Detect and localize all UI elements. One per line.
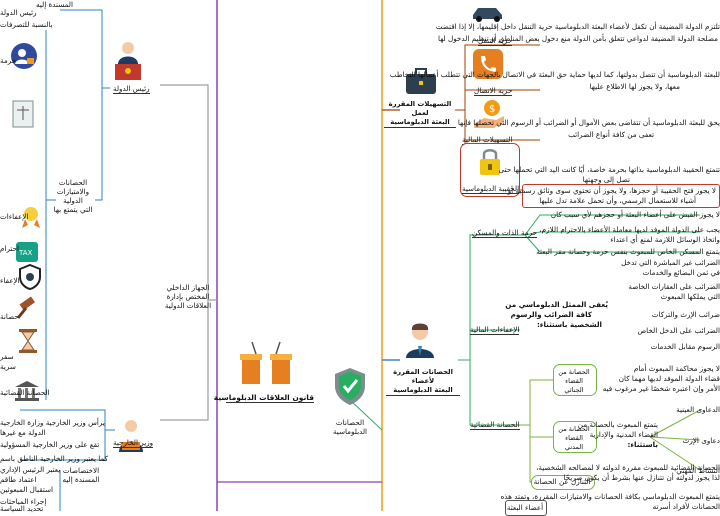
head-item-3: حرمة	[0, 56, 16, 65]
civil-exception-1: الدعاوى العينية	[676, 405, 720, 414]
fiscal-label: الإعفاءات المالية	[470, 325, 519, 335]
criminal-text-3: الأمر وإن اعتبره شخصًا غير مرغوب فيه	[603, 384, 720, 393]
fiscal-text-1: يُعفى الممثل الدبلوماسي من	[505, 300, 608, 309]
privilege-item-5: سفر	[0, 352, 14, 361]
privilege-item-6: سرية	[0, 362, 16, 371]
personal-label: حرمة الذات والمسكن	[472, 228, 537, 238]
bag-text-2: تصل إلى وجهتها	[583, 175, 630, 184]
shield-icon	[18, 264, 42, 294]
civil-text-1: يتمتع المبعوث بالحصانة من	[578, 420, 658, 429]
center-title: قانون العلاقات الدبلوماسية	[226, 393, 314, 403]
minister-text-5: يعتبر الرئيس الإداري	[0, 465, 60, 474]
authority-label: الجهاز الداخلي المختص بإدارة العلاقات ال…	[160, 283, 216, 310]
civil-text-2: القضاء المدنية والإدارية	[590, 430, 658, 439]
bag-warning-2: أشياء للاستعمال الرسمي، وأن تحمل علامة ت…	[539, 196, 696, 205]
privilege-item-4: حصانة	[0, 312, 19, 321]
personal-item-2: يجب على الدولة الموفد لديها معاملة الأعض…	[539, 225, 720, 234]
minister-text-4: كما يعتبر وزير الخارجية الناطق باسم	[0, 454, 108, 463]
fiscal-exception-5: ضرائب الإرث والتركات	[652, 310, 720, 319]
personal-item-4: يتمتع المسكن الخاص للمبعوث بنفس حرمة وحص…	[536, 247, 720, 256]
privilege-item-1: الإعفاءات	[0, 212, 28, 221]
bag-warning-1: لا يجوز فتح الحقيبة أو حجزها، ولا يجوز أ…	[508, 186, 716, 195]
money-hand-icon: $	[472, 98, 506, 134]
balance-doc-icon	[12, 100, 34, 132]
minister-text-9: تحديد السياسة	[0, 504, 43, 513]
criminal-label: الحصانة من القضاء الجنائي	[553, 368, 595, 395]
members-label: الحصانات المقررة لأعضاء البعثة الدبلوماس…	[386, 368, 460, 396]
hourglass-icon	[18, 328, 38, 358]
minister-label: وزير الخارجية	[113, 438, 153, 448]
minister-comp-label: الاختصاصات المسندة إليه	[58, 466, 104, 484]
contact-label: حرية الاتصال	[474, 86, 512, 96]
svg-text:$: $	[489, 104, 495, 115]
civil-text-3: باستثناء:	[627, 440, 658, 449]
contact-text-1: للبعثة الدبلوماسية أن تتصل بدولتها، كما …	[390, 70, 720, 79]
minister-text-2: الدولة مع غيرها	[0, 428, 46, 437]
fiscal-exception-3: الضرائب على العقارات الخاصة	[628, 282, 720, 291]
minister-text-3: تقع على وزير الخارجية المسؤولية	[0, 440, 99, 449]
svg-text:TAX: TAX	[18, 249, 33, 257]
civil-exception-2: دعاوى الإرث	[683, 436, 720, 445]
finance-text-2: تعفى من كافة أنواع الضرائب	[568, 130, 654, 139]
facilities-label: التسهيلات المقررة لعمل البعثة الدبلوماسي…	[384, 100, 456, 128]
personal-item-1: لا يجوز القبض على أعضاء البعثة أو حجزهم …	[551, 210, 720, 219]
shield-check-icon	[333, 366, 367, 410]
head-item-1: رئيس الدولة	[0, 8, 37, 17]
privilege-item-2: احترام	[0, 244, 19, 253]
judicial-label: الحصانة القضائية	[470, 420, 520, 430]
privilege-item-3: الإعفاء	[0, 276, 20, 285]
criminal-text-1: لا يجوز محاكمة المبعوث أمام	[634, 364, 720, 373]
head-item-2: بالنسبة للتصرفات	[0, 20, 53, 29]
bag-text-1: تتمتع الحقيبة الدبلوماسية بذاتها بحرمة خ…	[499, 165, 720, 174]
fiscal-exception-2: في ثمن البضائع والخدمات	[643, 268, 720, 277]
movement-text-1: تلتزم الدولة المضيفة أن تكفل لأعضاء البع…	[436, 22, 720, 31]
fiscal-text-3: الشخصية باستثناء:	[537, 320, 602, 329]
finance-text-1: يحق للبعثة الدبلوماسية أن تتقاضى بعض الأ…	[458, 118, 720, 127]
waiver-text-1: الحصانة القضائية للمبعوث مقررة لدولته لا…	[536, 463, 720, 472]
fiscal-exception-4: التي يملكها المبعوث	[661, 292, 720, 301]
head-top-label: المسندة إليه	[36, 0, 73, 9]
waiver-text-2: لذا يجوز لدولته أن تتنازل عنها بشرط أن ي…	[563, 473, 720, 482]
movement-text-2: مصلحة الدولة المضيفة لدواعي تتعلق بأمن ا…	[438, 34, 718, 43]
podium-icon	[238, 340, 294, 392]
minister-text-6: اعتماد طاقم	[0, 475, 36, 484]
head-label: رئيس الدولة	[113, 84, 150, 94]
diplomat-avatar-icon	[404, 322, 436, 362]
fiscal-exception-1: الضرائب غير المباشرة التي تدخل	[621, 258, 720, 267]
lock-bag-icon	[478, 147, 502, 181]
contact-text-2: معها، ولا يجوز لها الاطلاع عليها	[590, 82, 680, 91]
personal-item-3: واتخاذ الوسائل اللازمة لمنع أي اعتداء	[610, 235, 720, 244]
privilege-item-7: الحصانة القضائية	[0, 388, 50, 397]
fiscal-exception-7: الرسوم مقابل الخدمات	[651, 342, 720, 351]
minister-text-7: استقبال المبعوثين	[0, 485, 53, 494]
criminal-text-2: قضاء الدولة الموفد لديها مهما كان	[619, 374, 720, 383]
bottom-text-2: الحصانات لأفراد أسرته	[653, 502, 720, 511]
minister-text-1: يرأس وزير الخارجية وزارة الخارجية	[0, 418, 105, 427]
president-icon	[113, 40, 143, 86]
fiscal-exception-6: الضرائب على الدخل الخاص	[637, 326, 720, 335]
privileges-label: الحصانات والامتيازات الدولية التي يتمتع …	[48, 178, 98, 214]
fiscal-text-2: كافة الضرائب والرسوم	[511, 310, 592, 319]
immunity-label: الحصانات الدبلوماسية	[320, 418, 380, 436]
